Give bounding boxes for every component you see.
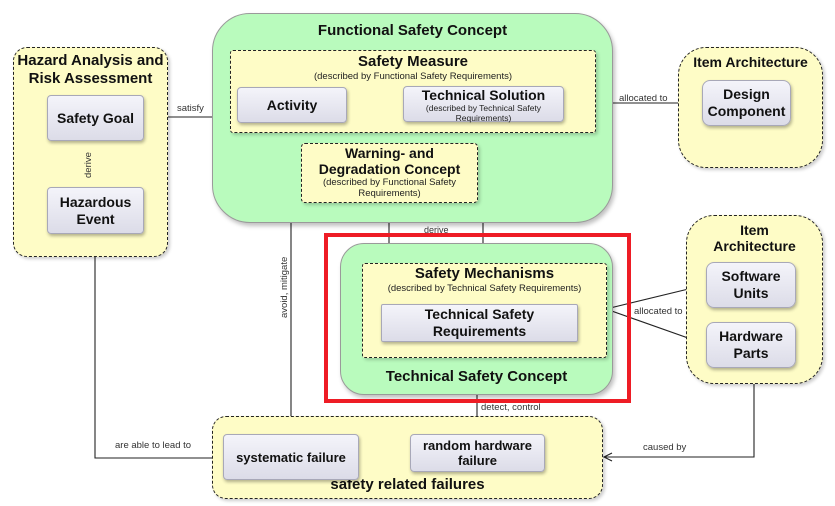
hara-title-line2: Risk Assessment <box>28 70 153 87</box>
edge-label-caused-by: caused by <box>643 442 687 453</box>
technical-safety-requirements-node[interactable]: Technical Safety Requirements <box>381 304 578 342</box>
software-units-line2: Units <box>733 285 769 301</box>
systematic-failure-node[interactable]: systematic failure <box>223 434 359 480</box>
warning-sub-line2: Requirements) <box>358 188 421 199</box>
hardware-parts-node[interactable]: Hardware Parts <box>706 322 796 368</box>
warning-degradation-container[interactable]: Warning- and Degradation Concept (descri… <box>301 143 478 203</box>
safety-mechanisms-subtitle: (described by Technical Safety Requireme… <box>387 283 582 294</box>
highlight-frame <box>324 233 631 403</box>
random-hardware-failure-line1: random hardware <box>422 438 533 453</box>
tsr-line2: Requirements <box>432 323 527 339</box>
safety-measure-subtitle: (described by Functional Safety Requirem… <box>313 71 512 82</box>
item-architecture-right-title: Item Architecture <box>687 222 822 254</box>
warning-title-line2: Degradation Concept <box>318 161 461 177</box>
edge-label-allocated-top: allocated to <box>619 93 668 104</box>
activity-label: Activity <box>266 96 318 113</box>
technical-solution-node[interactable]: Technical Solution (described by Technic… <box>403 86 564 123</box>
safety-mechanisms-title: Safety Mechanisms <box>414 265 555 282</box>
item-architecture-top-title: Item Architecture <box>693 54 808 70</box>
hazardous-event-line1: Hazardous <box>59 193 132 210</box>
edge-label-allocated-right: allocated to <box>634 306 683 317</box>
edge-label-derive-hara: derive <box>83 152 94 178</box>
design-component-node[interactable]: Design Component <box>702 80 791 126</box>
safety-measure-title: Safety Measure <box>357 53 469 70</box>
hardware-parts-line1: Hardware <box>719 328 783 344</box>
failures-title: safety related failures <box>330 476 485 493</box>
design-component-line1: Design <box>723 86 770 102</box>
edge-label-lead-to: are able to lead to <box>115 440 192 451</box>
warning-title-line1: Warning- and <box>345 145 434 161</box>
item-architecture-right-title-line2: Architecture <box>713 238 796 254</box>
technical-solution-label: Technical Solution <box>421 87 546 103</box>
hara-title: Hazard Analysis and Risk Assessment <box>14 52 167 88</box>
tsc-title: Technical Safety Concept <box>385 368 568 385</box>
warning-sub-line1: (described by Functional Safety <box>322 177 457 188</box>
hazardous-event-line2: Event <box>76 210 115 227</box>
design-component-line2: Component <box>707 103 786 119</box>
fsc-title: Functional Safety Concept <box>317 22 508 39</box>
hara-title-line1: Hazard Analysis and <box>17 52 164 69</box>
software-units-line1: Software <box>721 268 781 284</box>
technical-solution-sub-line1: (described by Technical Safety <box>425 103 542 113</box>
activity-node[interactable]: Activity <box>237 87 347 123</box>
edge-label-satisfy: satisfy <box>177 103 204 114</box>
hazardous-event-node[interactable]: Hazardous Event <box>47 187 144 234</box>
random-hardware-failure-node[interactable]: random hardware failure <box>410 434 545 472</box>
hardware-parts-line2: Parts <box>733 345 769 361</box>
systematic-failure-label: systematic failure <box>236 449 346 465</box>
tsr-line1: Technical Safety <box>424 306 535 322</box>
edge-lead-to <box>95 235 212 459</box>
edge-label-detect-control: detect, control <box>481 402 541 413</box>
safety-goal-node[interactable]: Safety Goal <box>47 95 144 141</box>
edge-label-derive-tsc: derive <box>424 225 449 235</box>
technical-solution-sub-line2: Requirements) <box>455 113 512 123</box>
software-units-node[interactable]: Software Units <box>706 262 796 308</box>
random-hardware-failure-line2: failure <box>457 453 497 468</box>
safety-goal-label: Safety Goal <box>56 109 135 126</box>
edge-label-avoid-mitigate: avoid, mitigate <box>279 256 290 318</box>
item-architecture-right-title-line1: Item <box>740 222 769 238</box>
